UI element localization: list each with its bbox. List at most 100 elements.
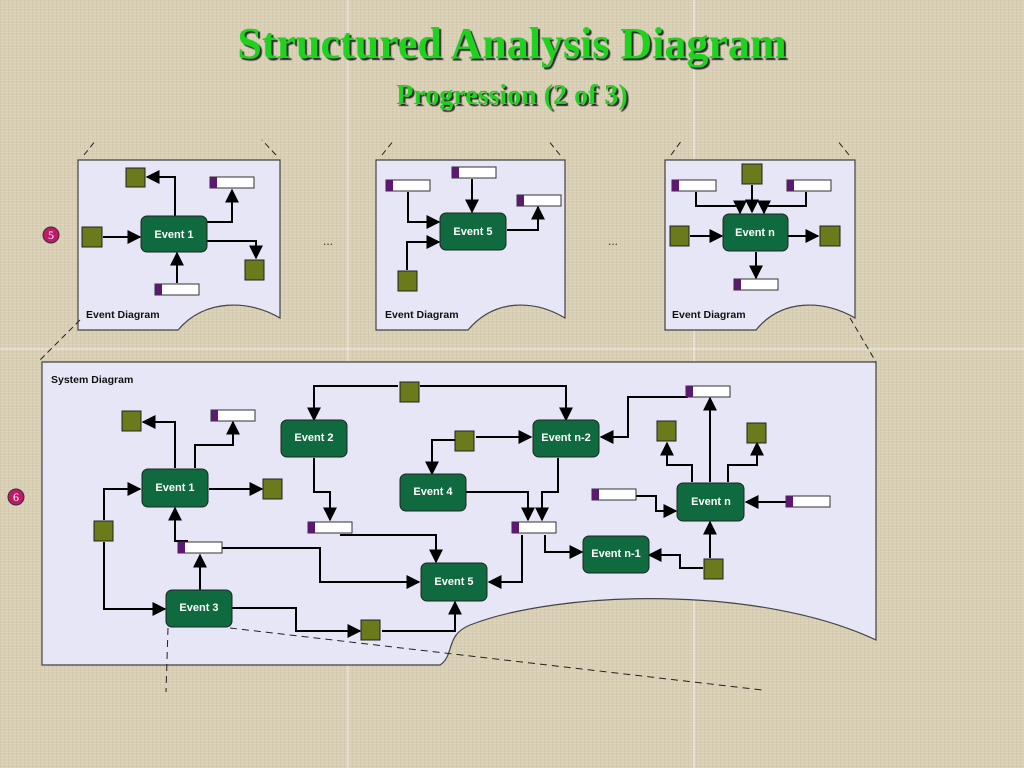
sys-store-to-e1: [168, 506, 188, 542]
sys-en-to-left-square: [660, 441, 693, 482]
sys-e3-to-square: [232, 607, 362, 638]
flow-square: [262, 478, 283, 500]
data-store: [685, 385, 731, 398]
step-marker-6: [7, 488, 25, 506]
data-store: [385, 179, 431, 192]
flow-square: [741, 163, 763, 185]
flow-square: [399, 381, 420, 403]
event-node-n-2: [532, 419, 600, 458]
event-label: Event 1: [154, 229, 193, 241]
event-label: Event 5: [434, 576, 473, 588]
flow-square: [244, 259, 265, 281]
event-label: Event n-1: [591, 548, 641, 560]
sys-store-to-e5: [221, 547, 421, 589]
sys-e1-to-store: [194, 420, 240, 468]
p3-from-left-store: [695, 192, 747, 215]
event-label: Event 4: [413, 486, 453, 498]
flow-square: [656, 420, 677, 442]
event-nodes: Event 1 Event 5 Event n Event 1 Event 2 …: [140, 212, 789, 628]
connectors: [103, 170, 820, 638]
event-node-2: [280, 419, 348, 458]
event-node-n-panel: [722, 213, 789, 252]
sys-store-to-en1: [544, 535, 584, 559]
p1-to-top-store: [207, 188, 239, 223]
flow-square: [454, 430, 475, 452]
data-store: [786, 179, 832, 192]
p1-to-top-square: [145, 170, 176, 216]
flow-square: [397, 270, 418, 292]
flow-square: [669, 225, 690, 247]
sys-square-to-e4: [425, 439, 455, 476]
data-store: [307, 521, 353, 534]
flow-square: [121, 410, 142, 432]
event-node-5-panel: [439, 212, 507, 251]
flow-square: [360, 619, 381, 641]
zoom-lines: [165, 627, 763, 693]
event-node-n-1: [582, 535, 650, 574]
event-label: Event n-2: [541, 432, 591, 444]
system-diagram-label: System Diagram: [51, 374, 133, 386]
event-diagram-label-1: Event Diagram: [86, 309, 160, 321]
event-diagram-label-3: Event Diagram: [672, 309, 746, 321]
data-store: [785, 495, 831, 508]
event-node-n: [676, 482, 745, 522]
data-store: [516, 194, 562, 207]
event-label: Event 3: [179, 602, 218, 614]
sys-e2-to-store: [313, 458, 337, 522]
slide-subtitle: Progression (2 of 3): [396, 80, 628, 111]
sys-store-to-e5-b: [340, 534, 443, 564]
event-label: Event 1: [155, 482, 194, 494]
event-diagram-label-2: Event Diagram: [385, 309, 459, 321]
perspective-lines-top: [39, 139, 877, 363]
sys-square-to-en2: [420, 385, 573, 422]
event-label: Event 2: [294, 432, 333, 444]
sys-store-to-e5-c: [487, 535, 523, 589]
sys-square-to-e1: [103, 482, 142, 520]
data-store: [451, 166, 497, 179]
data-store: [591, 488, 637, 501]
event-node-4: [399, 473, 467, 512]
p2-from-bottom-square: [406, 235, 441, 270]
sys-en-to-right-square: [727, 441, 764, 482]
data-store: [209, 176, 255, 189]
event-label: Event 5: [453, 226, 492, 238]
flow-square: [819, 225, 841, 247]
ellipsis-1: ...: [323, 234, 333, 248]
flow-square: [93, 520, 114, 542]
sys-e1-to-square: [141, 415, 176, 468]
sys-square-to-e5: [382, 600, 462, 632]
event-node-1: [141, 468, 209, 508]
data-store: [511, 521, 557, 534]
sys-left-store-to-en: [636, 495, 678, 518]
flow-square: [81, 226, 103, 248]
p2-from-left-store: [407, 192, 441, 229]
sys-e4-to-store: [466, 491, 535, 522]
event-node-3: [165, 589, 233, 628]
event-label: Event n: [691, 496, 731, 508]
step-marker-5: [42, 226, 60, 244]
step-marker-6-text: 6: [13, 490, 19, 504]
data-store: [177, 541, 223, 554]
p2-to-right-store: [507, 205, 545, 231]
event-node-5: [420, 562, 488, 602]
flow-square: [703, 558, 724, 580]
data-stores: [154, 166, 832, 554]
sys-square-to-e2: [307, 385, 398, 422]
p3-from-right-store: [757, 192, 807, 215]
flow-square: [125, 167, 146, 188]
data-store: [154, 283, 200, 296]
flow-squares: [81, 163, 841, 641]
slide-title: Structured Analysis Diagram: [237, 19, 787, 68]
sys-store-to-en2: [599, 396, 688, 444]
p1-to-right-square: [207, 240, 263, 260]
data-store: [210, 409, 256, 422]
data-store: [733, 278, 779, 291]
sys-square-to-en1: [647, 548, 703, 569]
sys-square-to-e3: [103, 542, 167, 616]
flow-square: [746, 422, 767, 444]
step-marker-5-text: 5: [48, 228, 54, 242]
event-node-1-panel: [140, 215, 208, 253]
data-store: [671, 179, 717, 192]
ellipsis-2: ...: [608, 234, 618, 248]
